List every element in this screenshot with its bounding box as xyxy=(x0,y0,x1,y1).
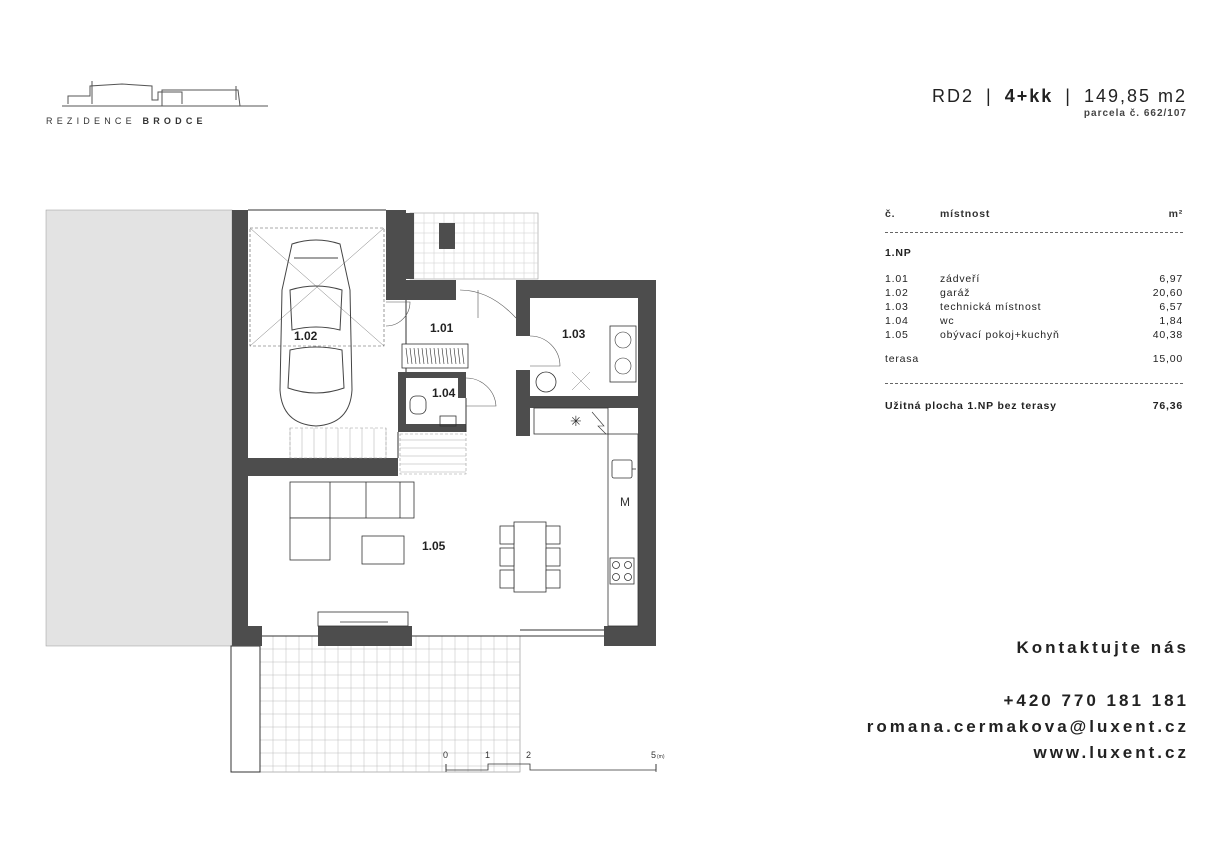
separator: | xyxy=(986,86,993,106)
row-area: 20,60 xyxy=(1152,287,1183,299)
scale-tick-5: 5 xyxy=(651,750,656,760)
garage xyxy=(249,227,387,459)
logo-text-bold: BRODCE xyxy=(142,116,207,126)
terrace-row: terasa 15,00 xyxy=(885,353,1183,367)
thin-lines xyxy=(248,209,604,637)
table-row: 1.02 garáž 20,60 xyxy=(885,287,1183,301)
room-label-1.04: 1.04 xyxy=(432,386,456,400)
room-label-1.01: 1.01 xyxy=(430,321,454,335)
floor-name: 1.NP xyxy=(885,247,912,259)
divider xyxy=(885,383,1183,384)
contact-phone[interactable]: +420 770 181 181 xyxy=(1003,691,1189,710)
table-row: 1.05 obývací pokoj+kuchyň 40,38 xyxy=(885,329,1183,343)
separator: | xyxy=(1065,86,1072,106)
row-no: 1.04 xyxy=(885,315,909,327)
coffee-table xyxy=(361,535,405,565)
kitchen: ✳ xyxy=(533,407,639,627)
table-row: 1.01 zádveří 6,97 xyxy=(885,273,1183,287)
table-header: č. místnost m² xyxy=(885,208,1183,222)
scale-tick-2: 2 xyxy=(526,750,531,760)
neighbour-house xyxy=(45,209,233,647)
room-label-1.03: 1.03 xyxy=(562,327,586,341)
row-no: 1.05 xyxy=(885,329,909,341)
row-name: obývací pokoj+kuchyň xyxy=(940,329,1060,341)
room-label-1.02: 1.02 xyxy=(294,329,318,343)
table-row: 1.03 technická místnost 6,57 xyxy=(885,301,1183,315)
hob-icon xyxy=(609,557,635,585)
table-row: 1.04 wc 1,84 xyxy=(885,315,1183,329)
parcel-number: parcela č. 662/107 xyxy=(1083,108,1187,119)
total-label: Užitná plocha 1.NP bez terasy xyxy=(885,400,1057,412)
unit-header: RD2 | 4+kk | 149,85 m2 parcela č. 662/107 xyxy=(932,86,1187,119)
total-area-value: 76,36 xyxy=(1152,400,1183,412)
technical-room-fixtures xyxy=(529,325,637,393)
col-no: č. xyxy=(885,208,896,220)
total-row: Užitná plocha 1.NP bez terasy 76,36 xyxy=(885,400,1183,414)
entry-hall-fixtures xyxy=(385,289,517,369)
layout-type: 4+kk xyxy=(1004,86,1054,106)
car-icon xyxy=(279,239,353,427)
terrace-wall xyxy=(230,645,261,773)
row-name: zádveří xyxy=(940,273,981,285)
room-table: č. místnost m² 1.NP 1.01 zádveří 6,97 1.… xyxy=(885,208,1183,414)
dining-table xyxy=(513,521,547,593)
logo-skyline-graphic xyxy=(62,81,268,107)
scale-tick-0: 0 xyxy=(443,750,448,760)
toilet-icon xyxy=(409,395,427,415)
fireplace xyxy=(317,611,409,627)
staircase xyxy=(399,433,467,475)
contact-email[interactable]: romana.cermakova@luxent.cz xyxy=(866,717,1189,736)
row-no: 1.03 xyxy=(885,301,909,313)
row-area: 6,97 xyxy=(1159,273,1183,285)
logo: REZIDENCE BRODCE xyxy=(42,78,292,128)
kitchen-sink-icon xyxy=(611,459,633,479)
floor-plan: ✳ M 1.01 1.02 1.03 1.04 1.05 0 1 2 xyxy=(45,209,665,773)
wc-fixtures xyxy=(409,377,497,427)
logo-text: REZIDENCE BRODCE xyxy=(46,116,207,126)
terrace-label: terasa xyxy=(885,353,919,365)
unit-title: RD2 | 4+kk | 149,85 m2 xyxy=(932,86,1187,107)
house-id: RD2 xyxy=(932,86,975,106)
contact-title: Kontaktujte nás xyxy=(1016,638,1189,657)
contact-block: Kontaktujte nás +420 770 181 181 romana.… xyxy=(867,638,1189,763)
fridge-label: M xyxy=(620,495,630,509)
row-area: 40,38 xyxy=(1152,329,1183,341)
terrace xyxy=(259,635,521,773)
row-name: wc xyxy=(940,315,955,327)
row-name: garáž xyxy=(940,287,971,299)
col-room: místnost xyxy=(940,208,991,220)
logo-text-light: REZIDENCE xyxy=(46,116,136,126)
row-no: 1.02 xyxy=(885,287,909,299)
scale-bar xyxy=(445,763,657,772)
row-no: 1.01 xyxy=(885,273,909,285)
col-area: m² xyxy=(1168,208,1183,220)
divider xyxy=(885,232,1183,233)
entrance-tiles xyxy=(409,212,539,280)
scale-unit: (m) xyxy=(657,754,665,760)
extractor-icon: ✳ xyxy=(570,414,582,430)
row-area: 6,57 xyxy=(1159,301,1183,313)
boiler-icon xyxy=(535,371,557,393)
walls xyxy=(232,210,656,646)
scale-tick-1: 1 xyxy=(485,750,490,760)
total-area: 149,85 m2 xyxy=(1083,86,1187,106)
contact-website[interactable]: www.luxent.cz xyxy=(1033,743,1189,762)
living-furniture xyxy=(289,481,561,627)
sofa xyxy=(289,481,415,519)
sink-icon xyxy=(439,415,457,427)
room-label-1.05: 1.05 xyxy=(422,539,446,553)
row-name: technická místnost xyxy=(940,301,1042,313)
floor-label: 1.NP xyxy=(885,247,1183,261)
terrace-area: 15,00 xyxy=(1152,353,1183,365)
row-area: 1,84 xyxy=(1159,315,1183,327)
